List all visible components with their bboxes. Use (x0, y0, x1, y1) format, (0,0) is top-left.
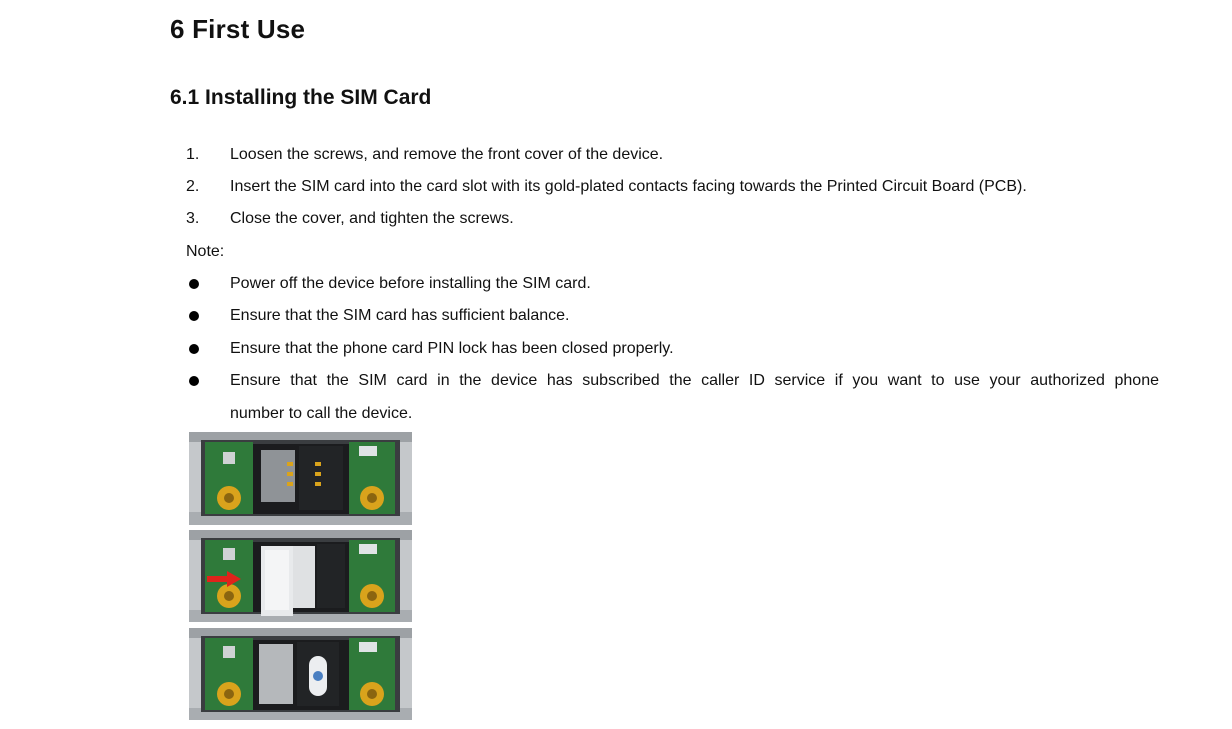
step-text: Close the cover, and tighten the screws. (230, 210, 514, 227)
section-heading: 6.1 Installing the SIM Card (170, 86, 432, 109)
bullet-icon (189, 344, 199, 354)
note-text: Ensure that the phone card PIN lock has … (230, 340, 674, 357)
step-text: Insert the SIM card into the card slot w… (230, 178, 1027, 195)
chapter-heading: 6 First Use (170, 14, 306, 44)
step-number: 3. (186, 210, 200, 227)
step-number: 1. (186, 146, 200, 163)
bullet-icon (189, 376, 199, 386)
bullet-icon (189, 279, 199, 289)
bullet-icon (189, 311, 199, 321)
note-text: Ensure that the SIM card in the device h… (230, 372, 1159, 389)
device-photo-insert (189, 530, 412, 622)
device-photo-open (189, 432, 412, 525)
device-photo-installed (189, 628, 412, 720)
step-text: Loosen the screws, and remove the front … (230, 146, 664, 163)
note-text: Power off the device before installing t… (230, 275, 591, 292)
note-label: Note: (186, 243, 225, 260)
red-arrow-icon (207, 571, 241, 587)
step-number: 2. (186, 178, 200, 195)
note-text: Ensure that the SIM card has sufficient … (230, 307, 570, 324)
note-text-continued: number to call the device. (230, 405, 413, 422)
